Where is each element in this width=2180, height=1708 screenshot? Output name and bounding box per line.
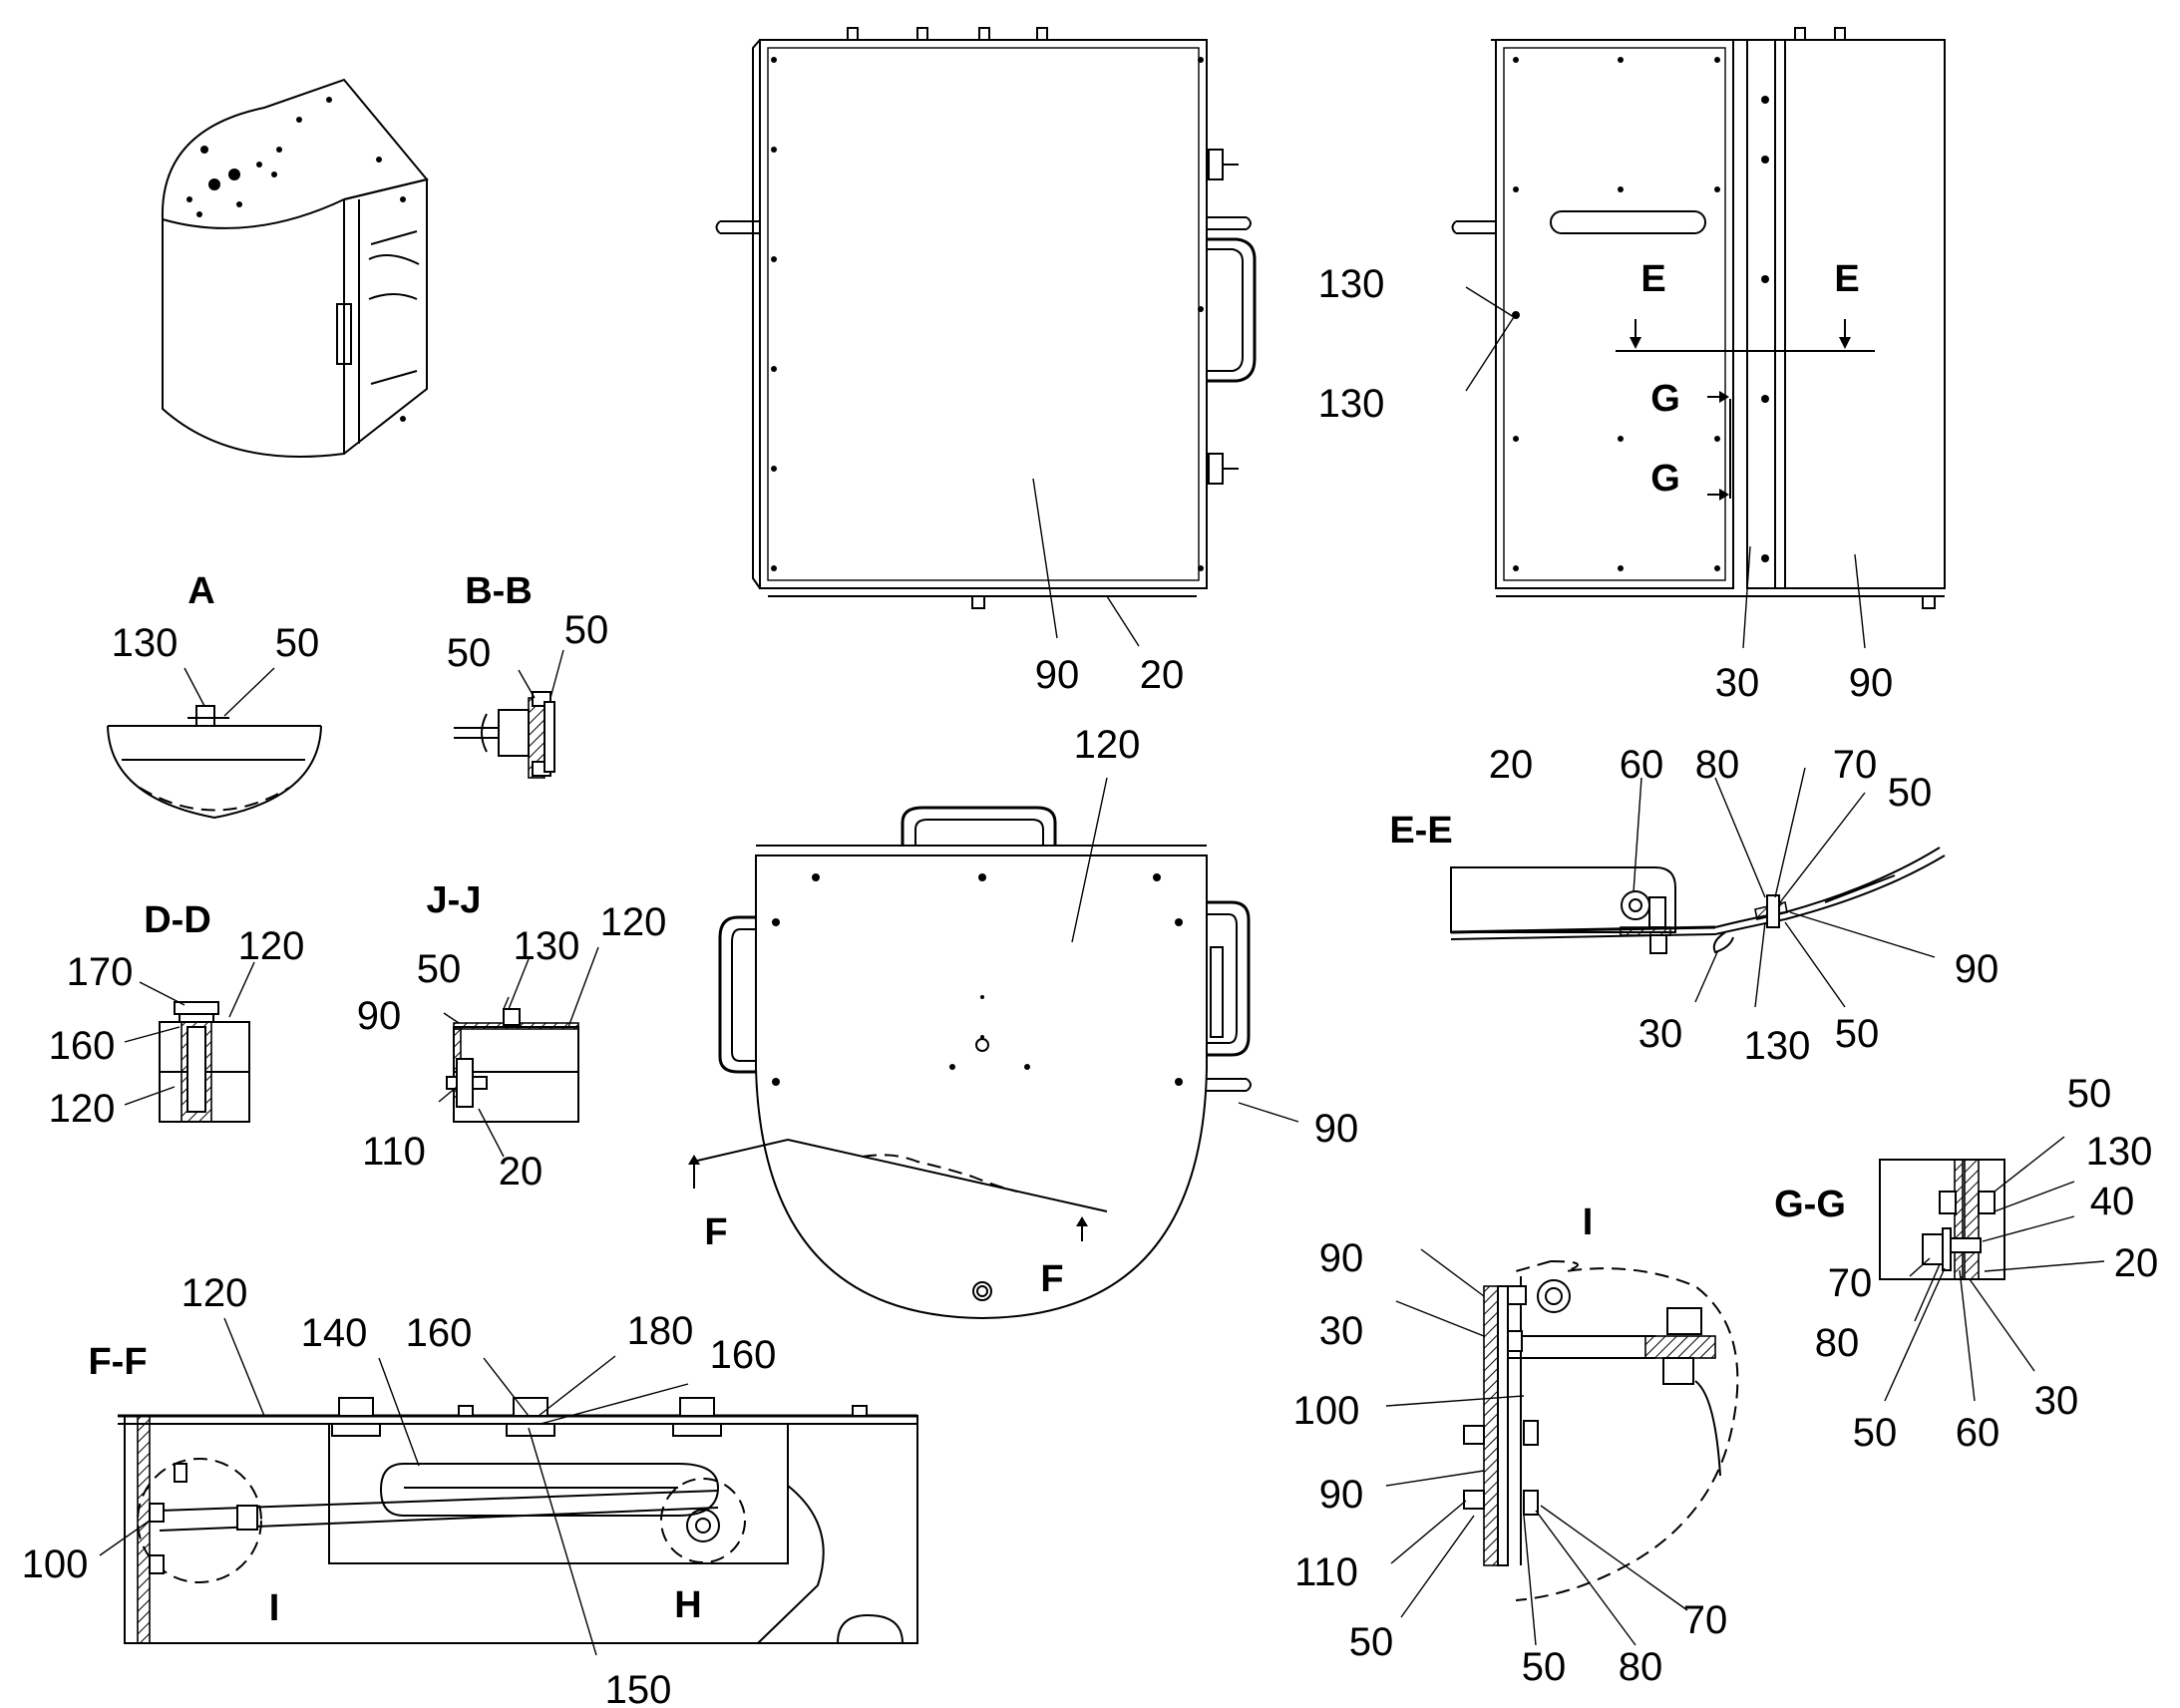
callout: 160: [710, 1333, 777, 1377]
top-view: [688, 777, 1299, 1320]
callout: 120: [1074, 723, 1141, 767]
callout: 150: [605, 1668, 672, 1708]
callout: 30: [1638, 1012, 1683, 1056]
section-label: E-E: [1389, 810, 1452, 852]
callout: 80: [1815, 1321, 1860, 1365]
detail-i-view: [1385, 1248, 1739, 1646]
section-gg-view: [1879, 1136, 2105, 1402]
callout: 90: [357, 994, 402, 1038]
callout: 110: [1294, 1550, 1358, 1594]
section-label: A: [187, 570, 214, 612]
callout: 50: [447, 631, 492, 675]
callout: 30: [1715, 661, 1760, 705]
callout: 50: [1835, 1012, 1880, 1056]
section-labels: A B-B D-D J-J E-E G-G F-F I I H E E G G …: [88, 258, 1859, 1629]
section-label: E: [1640, 258, 1665, 300]
callout: 20: [2114, 1241, 2159, 1285]
callout: 130: [1318, 382, 1385, 426]
callout: 180: [627, 1309, 694, 1353]
callout: 40: [2090, 1180, 2135, 1223]
section-dd-view: [124, 961, 255, 1123]
callout-labels: 90 20 130 130 30 90 130 50 50 50 170 120…: [22, 262, 2159, 1708]
section-label: G: [1650, 378, 1680, 420]
callout: 20: [1489, 743, 1534, 787]
callout: 100: [1293, 1389, 1360, 1433]
callout: 140: [301, 1311, 368, 1355]
section-label: F-F: [88, 1341, 147, 1383]
front-view: [715, 27, 1257, 647]
callout: 130: [1318, 262, 1385, 306]
callout: 90: [1319, 1473, 1364, 1517]
section-jj-view: [438, 946, 599, 1158]
section-label: G: [1650, 458, 1680, 500]
callout: 120: [600, 900, 667, 944]
callout: 100: [22, 1542, 89, 1586]
callout: 50: [1349, 1620, 1394, 1664]
callout: 170: [67, 950, 134, 994]
callout: 160: [406, 1311, 473, 1355]
side-view: [1451, 27, 1946, 649]
callout: 60: [1620, 743, 1664, 787]
section-ff-view: [99, 1317, 918, 1656]
section-a-view: [107, 667, 322, 820]
callout: 50: [417, 947, 462, 991]
callout: 30: [2034, 1379, 2079, 1423]
section-label: D-D: [144, 899, 211, 941]
callout: 90: [1319, 1236, 1364, 1280]
callout: 50: [2067, 1072, 2112, 1116]
callout: 60: [1956, 1411, 2000, 1455]
callout: 50: [564, 608, 609, 652]
section-ee-view: [1450, 767, 1946, 1008]
callout: 50: [1853, 1411, 1898, 1455]
callout: 90: [1849, 661, 1894, 705]
callout: 120: [182, 1271, 248, 1315]
callout: 70: [1683, 1598, 1728, 1642]
section-label: I: [1583, 1201, 1594, 1243]
section-label: J-J: [427, 879, 482, 921]
section-label: F: [1040, 1258, 1063, 1300]
callout: 120: [49, 1087, 116, 1131]
callout: 130: [2086, 1130, 2153, 1174]
callout: 70: [1828, 1261, 1873, 1305]
callout: 80: [1619, 1645, 1663, 1689]
callout: 90: [1035, 653, 1080, 697]
callout: 50: [1522, 1645, 1567, 1689]
section-bb-view: [454, 649, 564, 779]
section-label: I: [269, 1587, 280, 1629]
callout: 70: [1833, 743, 1878, 787]
section-label: G-G: [1774, 1184, 1846, 1225]
callout: 160: [49, 1024, 116, 1068]
callout: 50: [1888, 771, 1933, 815]
callout: 90: [1955, 947, 1999, 991]
section-label: B-B: [465, 570, 533, 612]
callout: 130: [514, 924, 580, 968]
callout: 90: [1314, 1107, 1359, 1151]
section-label: F: [704, 1211, 727, 1253]
section-label: E: [1834, 258, 1859, 300]
callout: 80: [1695, 743, 1740, 787]
callout: 130: [112, 621, 179, 665]
section-label: H: [674, 1584, 701, 1626]
callout: 20: [1140, 653, 1185, 697]
callout: 50: [275, 621, 320, 665]
callout: 120: [238, 924, 305, 968]
isometric-view: [161, 78, 429, 458]
callout: 30: [1319, 1309, 1364, 1353]
callout: 20: [499, 1150, 544, 1194]
callout: 130: [1744, 1024, 1811, 1068]
callout: 110: [362, 1130, 426, 1174]
